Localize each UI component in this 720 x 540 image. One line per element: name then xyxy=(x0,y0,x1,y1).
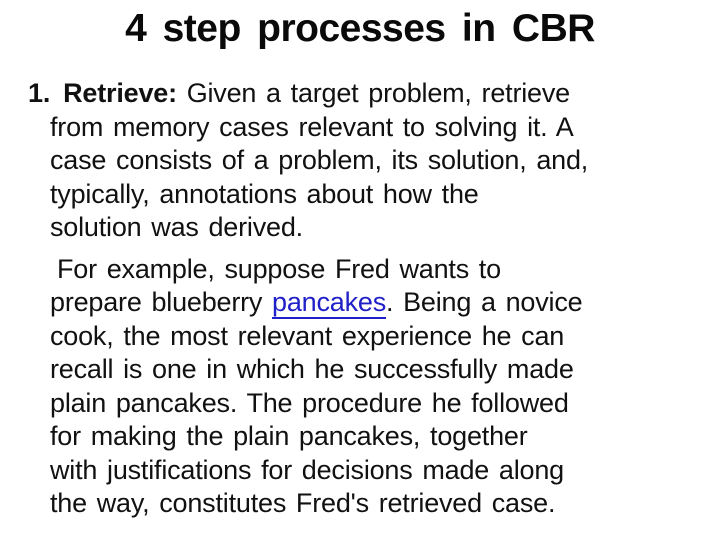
text-line: for making the plain pancakes, together xyxy=(50,421,528,451)
text-line: case consists of a problem, its solution… xyxy=(50,145,589,175)
body-text-block: 1. Retrieve: Given a target problem, retr… xyxy=(0,77,720,521)
paragraph-example: For example, suppose Fred wants to prepa… xyxy=(0,253,720,521)
text-run: Given a target problem, retrieve xyxy=(176,78,570,108)
text-line: with justifications for decisions made a… xyxy=(50,454,564,485)
text-line: typically, annotations about how the xyxy=(50,178,479,209)
text-line: recall is one in which he successfully m… xyxy=(50,354,574,384)
text-line: 1. Retrieve: Given a target problem, retr… xyxy=(0,77,720,111)
text-line: the way, constitutes Fred's retrieved ca… xyxy=(50,488,556,518)
paragraph-retrieve: 1. Retrieve: Given a target problem, retr… xyxy=(0,77,720,245)
pancakes-link[interactable]: pancakes xyxy=(272,287,387,319)
text-run: . Being a novice xyxy=(386,287,583,317)
text-run: prepare blueberry xyxy=(50,287,273,317)
text-line: For example, suppose Fred wants to xyxy=(57,253,501,284)
text-line: prepare blueberry pancakes. Being a novi… xyxy=(0,286,720,320)
text-line: from memory cases relevant to solving it… xyxy=(50,111,574,142)
text-line: solution was derived. xyxy=(50,212,303,242)
retrieve-label: Retrieve: xyxy=(63,78,177,108)
text-line: plain pancakes. The procedure he followe… xyxy=(50,387,569,418)
slide-title: 4 step processes in CBR xyxy=(125,7,595,50)
text-line: cook, the most relevant experience he ca… xyxy=(50,320,565,351)
list-number: 1. xyxy=(28,78,51,108)
